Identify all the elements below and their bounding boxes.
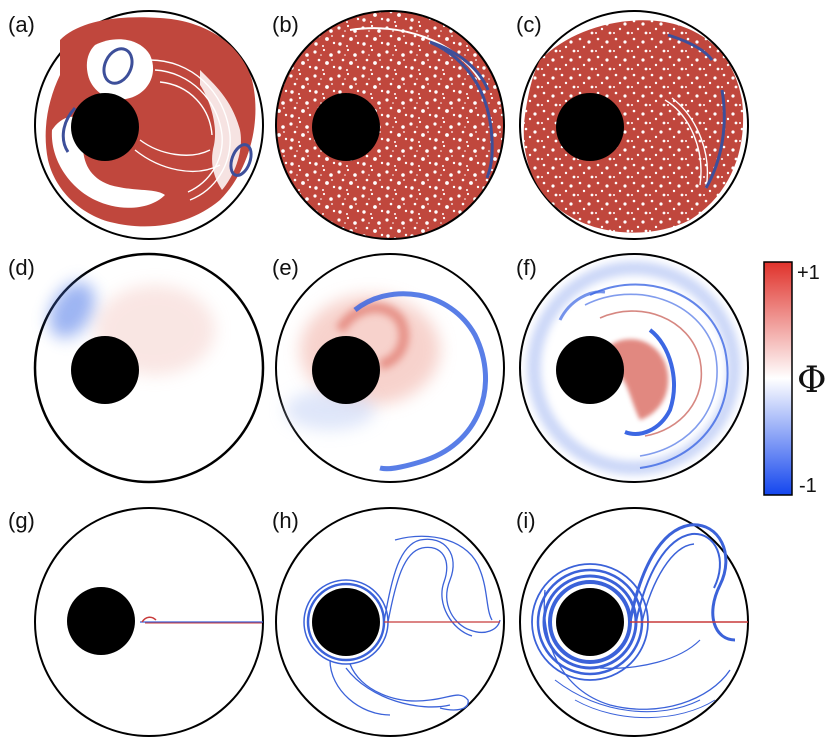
panel-label: (g) <box>8 508 35 533</box>
obstacle <box>71 93 139 161</box>
panel-f: (f) <box>516 253 749 483</box>
panel-f-red-lobe <box>610 339 669 420</box>
panel-e: (e) <box>272 253 505 483</box>
panel-b: (b) <box>272 10 505 240</box>
panel-label: (i) <box>516 508 536 533</box>
panel-b-edge-band <box>349 27 481 81</box>
obstacle <box>556 93 624 161</box>
colorbar: +1 Φ -1 <box>763 261 827 497</box>
obstacle <box>556 336 624 404</box>
panel-a-regular-orbits <box>61 47 253 177</box>
panel-b-regular-orbit <box>429 40 494 179</box>
colorbar-max-label: +1 <box>797 262 820 284</box>
panel-h: (h) <box>272 507 505 737</box>
obstacle <box>312 336 380 404</box>
panel-label: (h) <box>272 508 299 533</box>
panel-i: (i) <box>516 507 749 737</box>
panel-d: (d) <box>8 252 265 484</box>
panel-c-regular-orbit <box>667 33 726 189</box>
panel-label: (c) <box>516 12 542 37</box>
panel-label: (d) <box>8 255 35 280</box>
panel-a: (a) <box>8 10 264 240</box>
obstacle <box>556 588 624 656</box>
panel-h-streaklines <box>303 535 501 716</box>
panel-c-filaments <box>664 97 709 189</box>
panel-label: (f) <box>516 255 537 280</box>
colorbar-gradient <box>763 261 793 496</box>
obstacle <box>67 587 135 655</box>
colorbar-symbol: Φ <box>797 360 827 401</box>
obstacle <box>71 336 139 404</box>
panel-e-blue-filament <box>353 291 489 472</box>
panel-label: (a) <box>8 12 35 37</box>
panel-a-filaments <box>134 59 231 201</box>
obstacle <box>312 588 380 656</box>
colorbar-min-label: -1 <box>799 475 817 497</box>
panel-c: (c) <box>516 10 749 240</box>
panel-label: (b) <box>272 12 299 37</box>
panel-label: (e) <box>272 255 299 280</box>
panel-g: (g) <box>8 507 264 737</box>
obstacle <box>312 93 380 161</box>
